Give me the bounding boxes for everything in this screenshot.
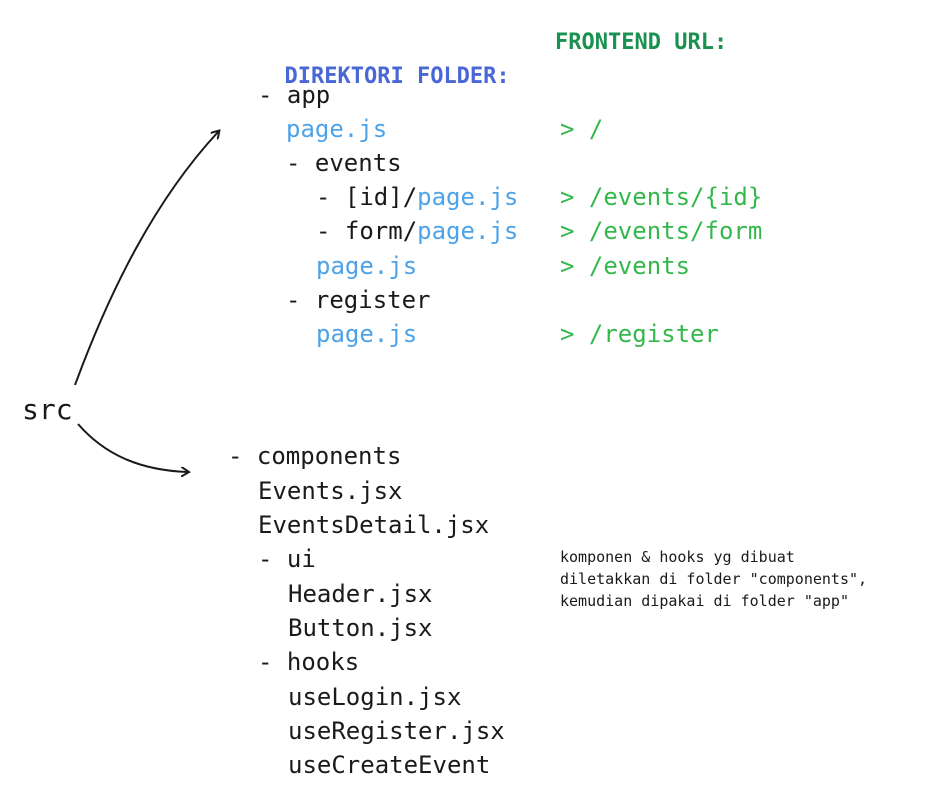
button-component-file: Button.jsx — [288, 614, 433, 642]
events-id-route: - [id]/page.js — [316, 180, 518, 214]
arrow-to-app — [74, 132, 218, 386]
app-folder: - app — [258, 81, 331, 109]
url-events: > /events — [560, 252, 691, 280]
note-line-2: diletakkan di folder "components", — [560, 570, 868, 588]
events-form-route: - form/page.js — [316, 214, 518, 248]
events-component-file: Events.jsx — [258, 477, 403, 505]
headers: DIREKTORI FOLDER: FRONTEND URL: — [258, 26, 728, 128]
explanation-note: komponen & hooks yg dibuat diletakkan di … — [560, 546, 867, 612]
url-event-detail: > /events/{id} — [560, 183, 763, 211]
events-id-folder: - [id]/ — [316, 183, 418, 211]
arrow-to-components — [77, 423, 187, 472]
components-folder: - components — [228, 442, 402, 470]
events-id-page-file: page.js — [417, 183, 519, 211]
use-create-event-hook-file: useCreateEvent — [288, 751, 491, 779]
app-page-file: page.js — [286, 115, 388, 143]
url-register: > /register — [560, 320, 719, 348]
use-register-hook-file: useRegister.jsx — [288, 717, 505, 745]
events-form-page-file: page.js — [417, 217, 519, 245]
events-page-file: page.js — [316, 252, 418, 280]
register-folder: - register — [286, 286, 431, 314]
register-page-file: page.js — [316, 320, 418, 348]
note-line-1: komponen & hooks yg dibuat — [560, 548, 795, 566]
frontend-url-header: FRONTEND URL: — [555, 30, 728, 55]
events-folder: - events — [286, 149, 402, 177]
note-line-3: kemudian dipakai di folder "app" — [560, 592, 849, 610]
use-login-hook-file: useLogin.jsx — [288, 683, 462, 711]
events-detail-component-file: EventsDetail.jsx — [258, 511, 490, 539]
events-form-folder: - form/ — [316, 217, 418, 245]
ui-folder: - ui — [258, 545, 316, 573]
url-event-form: > /events/form — [560, 217, 763, 245]
hooks-folder: - hooks — [258, 648, 360, 676]
url-root: > / — [560, 115, 604, 143]
header-component-file: Header.jsx — [288, 580, 433, 608]
root-folder-label: src — [22, 393, 73, 426]
folder-directory-header: DIREKTORI FOLDER: — [284, 64, 510, 89]
